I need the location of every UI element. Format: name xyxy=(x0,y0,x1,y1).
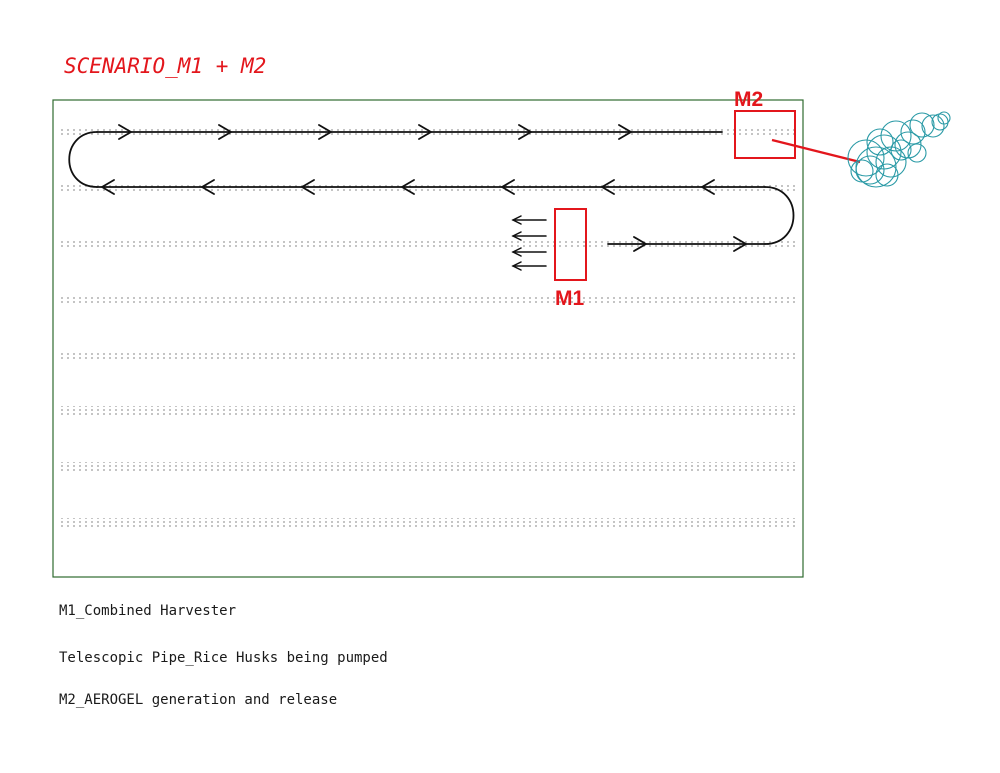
arrow-left-icon xyxy=(301,179,315,195)
crop-row xyxy=(60,462,798,471)
crop-row xyxy=(60,352,798,361)
arrow-right-icon xyxy=(418,124,432,140)
arrow-left-icon xyxy=(511,231,522,241)
arrow-left-icon xyxy=(201,179,215,195)
arrow-right-icon xyxy=(733,236,747,252)
legend-m1: M1_Combined Harvester xyxy=(59,603,237,619)
m2-unit-box xyxy=(734,110,796,159)
crop-row xyxy=(60,518,798,527)
crop-row xyxy=(60,239,798,248)
harvester-path xyxy=(68,124,795,252)
m2-label: M2 xyxy=(734,88,763,111)
m1-harvester-box xyxy=(554,208,587,281)
path-turn-right xyxy=(764,186,795,245)
legend-m2: M2_AEROGEL generation and release xyxy=(59,692,338,708)
arrow-left-icon xyxy=(511,215,522,225)
legend-telescopic-pipe: Telescopic Pipe_Rice Husks being pumped xyxy=(59,650,388,666)
aerogel-cloud-icon xyxy=(847,111,951,188)
crop-row xyxy=(60,295,798,304)
aerogel-release-line xyxy=(771,138,861,164)
m1-direction-arrows xyxy=(511,215,547,271)
arrow-left-icon xyxy=(101,179,115,195)
arrow-right-icon xyxy=(518,124,532,140)
arrow-left-icon xyxy=(511,247,522,257)
arrow-left-icon xyxy=(601,179,615,195)
arrow-left-icon xyxy=(511,261,522,271)
arrow-right-icon xyxy=(218,124,232,140)
arrow-left-icon xyxy=(501,179,515,195)
arrow-right-icon xyxy=(618,124,632,140)
arrow-left-icon xyxy=(701,179,715,195)
diagram-title: SCENARIO_M1 + M2 xyxy=(64,54,266,78)
m1-label: M1 xyxy=(555,287,584,310)
arrow-left-icon xyxy=(401,179,415,195)
field-boundary xyxy=(52,99,804,578)
arrow-right-icon xyxy=(633,236,647,252)
arrow-right-icon xyxy=(118,124,132,140)
arrow-right-icon xyxy=(318,124,332,140)
crop-row xyxy=(60,406,798,415)
path-turn-left xyxy=(68,131,98,188)
